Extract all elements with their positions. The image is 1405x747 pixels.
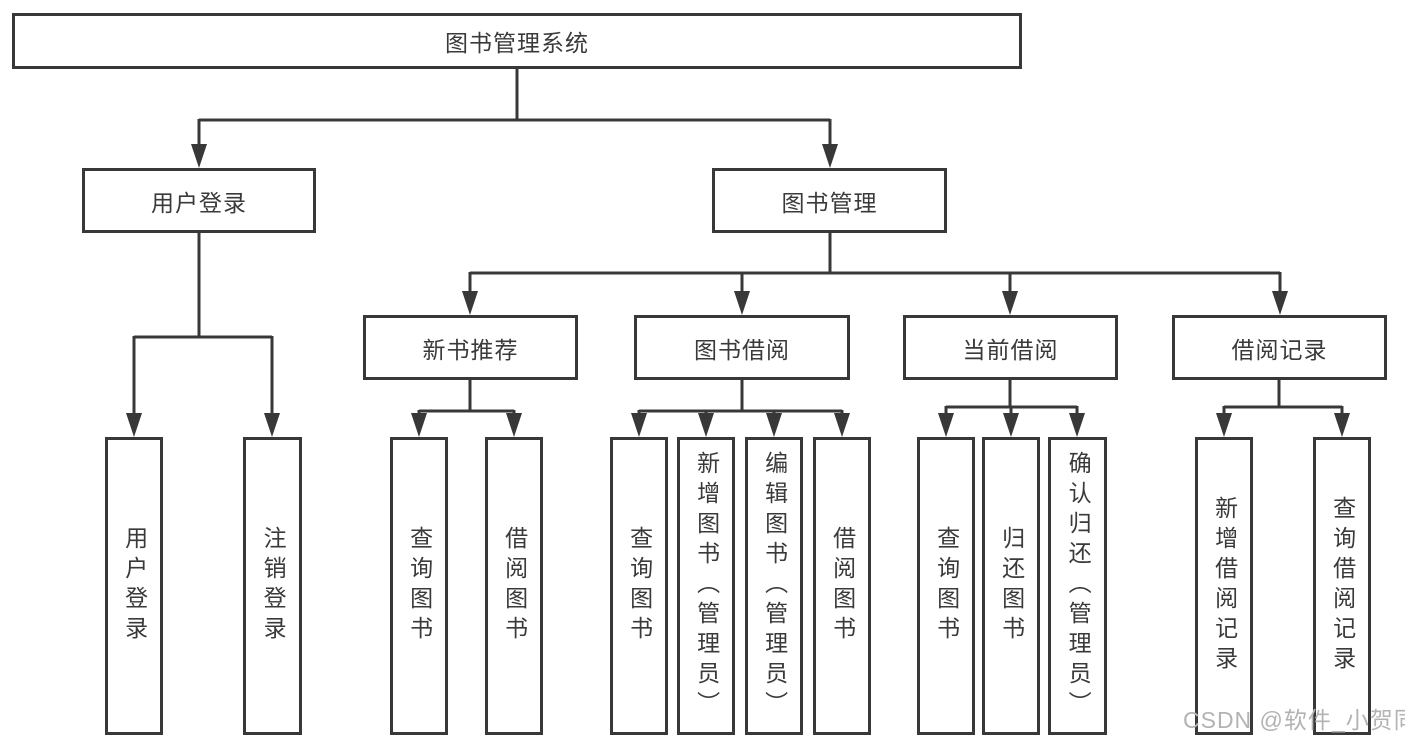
node-label: 用户登录 (151, 189, 247, 216)
node-label: 查询图书 (406, 526, 433, 646)
arrow-leaf-userlogin-1 (126, 413, 142, 437)
leaf-query-books-borrow: 查询图书 (610, 437, 668, 735)
node-label: 借阅图书 (829, 526, 856, 646)
node-label: 归还图书 (998, 526, 1025, 646)
arrow-to-book-borrow (734, 291, 750, 315)
node-current-borrow: 当前借阅 (903, 315, 1118, 380)
node-label: 查询图书 (933, 526, 960, 646)
node-label: 借阅图书 (501, 526, 528, 646)
node-borrow-records: 借阅记录 (1172, 315, 1387, 380)
node-book-borrow: 图书借阅 (634, 315, 850, 380)
arrow-leaf-currentborrow-3 (1069, 413, 1085, 437)
arrow-leaf-bookborrow-1 (631, 413, 647, 437)
leaf-add-books-admin: 新增图书（管理员） (677, 437, 735, 735)
arrow-leaf-bookborrow-4 (834, 413, 850, 437)
arrow-to-book-management (822, 144, 838, 168)
node-label: 注销登录 (260, 526, 287, 646)
node-label: 图书管理 (781, 189, 878, 216)
arrowheads (126, 144, 1350, 437)
csdn-watermark: CSDN @软件_小贺同学 (1183, 707, 1405, 733)
arrow-leaf-bookborrow-3 (766, 413, 782, 437)
arrow-leaf-borrowrecords-2 (1334, 413, 1350, 437)
arrow-leaf-userlogin-2 (264, 413, 280, 437)
leaf-borrow-books: 借阅图书 (813, 437, 871, 735)
leaf-logout: 注销登录 (243, 437, 302, 735)
arrow-leaf-newbook-2 (506, 413, 522, 437)
node-library-management-system: 图书管理系统 (12, 13, 1022, 69)
arrow-leaf-bookborrow-2 (698, 413, 714, 437)
leaf-query-books-current: 查询图书 (917, 437, 975, 735)
node-label: 图书借阅 (694, 336, 790, 363)
node-user-login: 用户登录 (82, 168, 316, 233)
arrow-leaf-newbook-1 (411, 413, 427, 437)
node-label: 新增图书（管理员） (693, 451, 720, 721)
node-book-management: 图书管理 (712, 168, 947, 233)
node-label: 查询图书 (626, 526, 653, 646)
leaf-user-login: 用户登录 (105, 437, 163, 735)
arrow-to-current-borrow (1002, 291, 1018, 315)
leaf-add-borrow-record: 新增借阅记录 (1195, 437, 1253, 735)
node-label: 当前借阅 (962, 336, 1059, 363)
leaf-confirm-return-admin: 确认归还（管理员） (1048, 437, 1107, 735)
node-label: 用户登录 (121, 526, 148, 646)
node-label: 查询借阅记录 (1329, 496, 1356, 676)
leaf-query-books-recommend: 查询图书 (390, 437, 448, 735)
leaf-edit-books-admin: 编辑图书（管理员） (745, 437, 803, 735)
node-label: 编辑图书（管理员） (761, 451, 788, 721)
arrow-to-new-book-recommend (462, 291, 478, 315)
arrow-to-borrow-records (1272, 291, 1288, 315)
leaf-query-borrow-record: 查询借阅记录 (1313, 437, 1371, 735)
node-label: 新增借阅记录 (1211, 496, 1238, 676)
node-label: 确认归还（管理员） (1065, 451, 1092, 721)
leaf-return-books: 归还图书 (982, 437, 1040, 735)
arrow-leaf-currentborrow-1 (938, 413, 954, 437)
node-label: 图书管理系统 (445, 30, 589, 56)
leaf-borrow-books-recommend: 借阅图书 (485, 437, 543, 735)
arrow-to-user-login (191, 144, 207, 168)
arrow-leaf-currentborrow-2 (1003, 413, 1019, 437)
arrow-leaf-borrowrecords-1 (1216, 413, 1232, 437)
node-label: 借阅记录 (1231, 336, 1328, 363)
node-label: 新书推荐 (422, 336, 519, 363)
node-new-book-recommend: 新书推荐 (363, 315, 578, 380)
